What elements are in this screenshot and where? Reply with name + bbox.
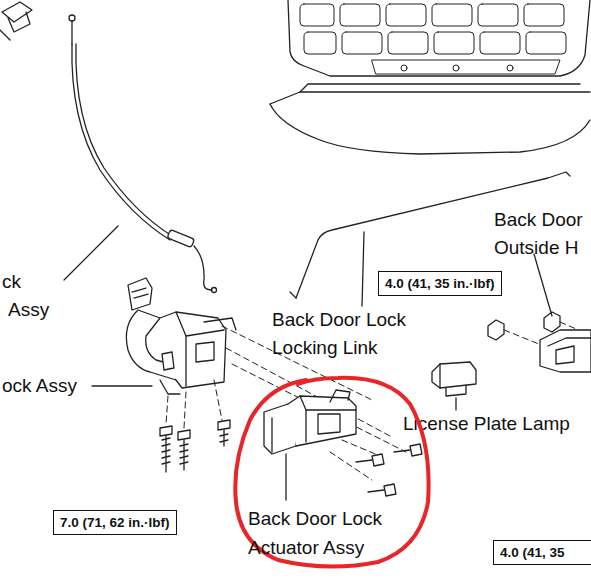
outside-handle	[540, 330, 591, 372]
locking-link-rod	[290, 172, 570, 298]
leader-line	[92, 385, 152, 386]
lock-control-cable	[69, 15, 217, 293]
bolt	[160, 420, 230, 472]
torque-spec-box: 4.0 (41, 35 in.·lbf)	[378, 271, 502, 296]
torque-value: 7.0 (71, 62 in.·lbf)	[60, 514, 170, 531]
torque-value: 4.0 (41, 35 in.·lbf)	[385, 275, 495, 292]
license-plate-lamp	[432, 362, 476, 396]
torque-value: 4.0 (41, 35	[500, 544, 591, 561]
part-name: ck	[2, 268, 21, 296]
highlight-circle: Back Door Lock Actuator Assy	[228, 372, 433, 568]
torque-spec-box: 4.0 (41, 35	[493, 540, 591, 565]
leader-line	[534, 254, 552, 316]
leader-line	[285, 454, 286, 500]
back-door-lock-assy	[126, 278, 236, 394]
leader-line	[64, 226, 118, 280]
leader-line	[362, 232, 364, 306]
part-name: Back Door Lock Actuator Assy	[248, 504, 413, 562]
part-name: ock Assy	[2, 372, 77, 400]
back-door-panel	[270, 0, 590, 154]
bolt	[0, 2, 32, 40]
torque-spec-box: 7.0 (71, 62 in.·lbf)	[53, 510, 177, 535]
part-name: Back Door Outside H	[494, 206, 591, 262]
part-name: License Plate Lamp	[403, 410, 570, 438]
part-name: Back Door Lock Locking Link	[272, 306, 442, 362]
leader-line	[455, 398, 456, 410]
back-door-lock-actuator	[264, 390, 356, 454]
part-name: Assy	[8, 296, 49, 324]
screw	[356, 444, 422, 496]
